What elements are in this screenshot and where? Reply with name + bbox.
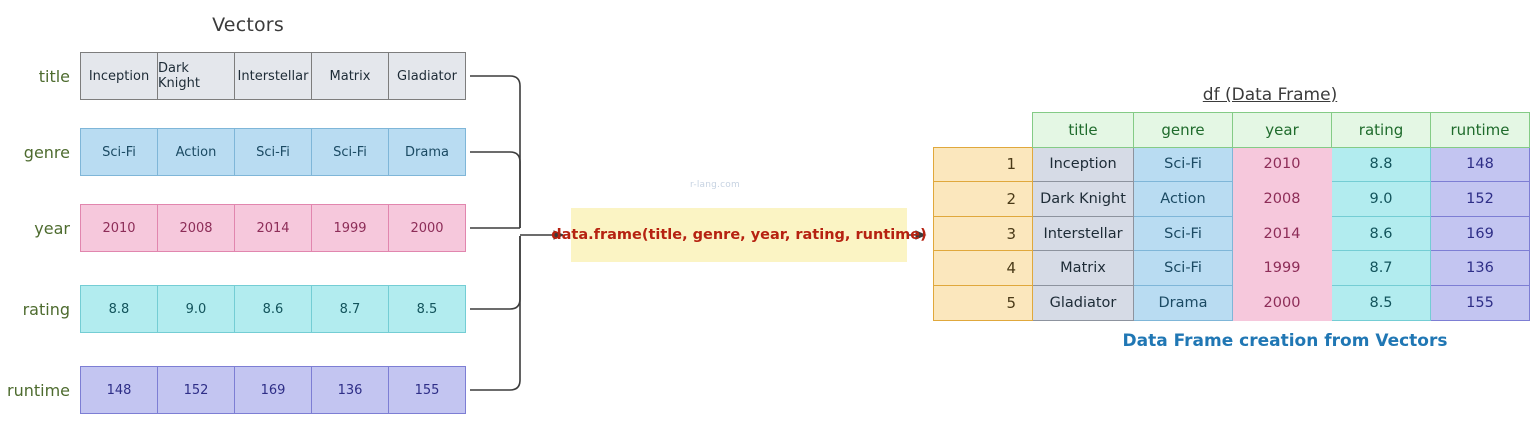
cell-title: Inception xyxy=(1032,146,1134,183)
vector-cell: Drama xyxy=(388,128,466,176)
connector-genre xyxy=(470,151,521,228)
vector-label-runtime: runtime xyxy=(6,380,70,400)
cell-rating: 8.8 xyxy=(1331,146,1431,183)
dataframe-table: title genre year rating runtime 1 Incept… xyxy=(933,112,1530,321)
vector-cell: 136 xyxy=(311,366,389,414)
dataframe-header-row: title genre year rating runtime xyxy=(934,112,1530,148)
vector-row-rating: rating 8.8 9.0 8.6 8.7 8.5 xyxy=(0,285,466,333)
vector-cell: 148 xyxy=(80,366,158,414)
vector-cell: 2000 xyxy=(388,204,466,252)
cell-rating: 8.6 xyxy=(1331,215,1431,252)
row-index: 3 xyxy=(933,215,1033,252)
row-index: 4 xyxy=(933,250,1033,286)
table-row: 3 Interstellar Sci-Fi 2014 8.6 169 xyxy=(933,215,1530,252)
cell-title: Dark Knight xyxy=(1032,181,1134,217)
cell-year: 2010 xyxy=(1232,146,1332,183)
vector-row-genre: genre Sci-Fi Action Sci-Fi Sci-Fi Drama xyxy=(0,128,466,176)
vector-label-title: title xyxy=(38,66,70,86)
vector-cell: 9.0 xyxy=(157,285,235,333)
cell-title: Interstellar xyxy=(1032,215,1134,252)
cell-title: Gladiator xyxy=(1032,284,1134,321)
table-row: 1 Inception Sci-Fi 2010 8.8 148 xyxy=(933,146,1530,183)
table-row: 5 Gladiator Drama 2000 8.5 155 xyxy=(933,284,1530,321)
vector-cell: Interstellar xyxy=(234,52,312,100)
cell-title: Matrix xyxy=(1032,250,1134,286)
dataframe-wrapper: title genre year rating runtime 1 Incept… xyxy=(933,112,1530,321)
vector-label-genre: genre xyxy=(23,142,70,162)
row-index: 5 xyxy=(933,284,1033,321)
vector-cells-title: Inception Dark Knight Interstellar Matri… xyxy=(80,52,466,100)
vector-cell: 8.8 xyxy=(80,285,158,333)
vector-cell: 8.7 xyxy=(311,285,389,333)
vector-cell: Action xyxy=(157,128,235,176)
vector-cell: Dark Knight xyxy=(157,52,235,100)
dataframe-col-header-year: year xyxy=(1232,112,1332,148)
cell-runtime: 155 xyxy=(1430,284,1530,321)
vector-cell: 2010 xyxy=(80,204,158,252)
vector-row-runtime: runtime 148 152 169 136 155 xyxy=(0,366,466,414)
table-row: 4 Matrix Sci-Fi 1999 8.7 136 xyxy=(933,250,1530,286)
vector-cell: Sci-Fi xyxy=(234,128,312,176)
row-index: 2 xyxy=(933,181,1033,217)
connector-runtime xyxy=(470,236,521,391)
cell-rating: 9.0 xyxy=(1331,181,1431,217)
cell-year: 2014 xyxy=(1232,215,1332,252)
vector-cell: 8.5 xyxy=(388,285,466,333)
dataframe-col-header-rating: rating xyxy=(1331,112,1431,148)
cell-rating: 8.5 xyxy=(1331,284,1431,321)
cell-year: 1999 xyxy=(1232,250,1332,286)
function-call-box[interactable]: data.frame(title, genre, year, rating, r… xyxy=(551,208,927,262)
cell-rating: 8.7 xyxy=(1331,250,1431,286)
cell-runtime: 148 xyxy=(1430,146,1530,183)
cell-runtime: 169 xyxy=(1430,215,1530,252)
connector-rating xyxy=(470,236,521,310)
table-row: 2 Dark Knight Action 2008 9.0 152 xyxy=(933,181,1530,217)
dataframe-col-header-title: title xyxy=(1032,112,1134,148)
vector-row-year: year 2010 2008 2014 1999 2000 xyxy=(0,204,466,252)
vector-cell: Sci-Fi xyxy=(80,128,158,176)
cell-year: 2008 xyxy=(1232,181,1332,217)
vector-label-rating: rating xyxy=(22,299,70,319)
dataframe-caption: Data Frame creation from Vectors xyxy=(1122,331,1448,351)
cell-genre: Sci-Fi xyxy=(1133,215,1233,252)
cell-genre: Action xyxy=(1133,181,1233,217)
vector-cell: 152 xyxy=(157,366,235,414)
vector-cells-year: 2010 2008 2014 1999 2000 xyxy=(80,204,466,252)
function-call-label: data.frame(title, genre, year, rating, r… xyxy=(551,227,927,243)
vectors-heading: Vectors xyxy=(212,14,284,36)
cell-genre: Drama xyxy=(1133,284,1233,321)
vector-cell: Sci-Fi xyxy=(311,128,389,176)
cell-genre: Sci-Fi xyxy=(1133,250,1233,286)
vector-row-title: title Inception Dark Knight Interstellar… xyxy=(0,52,466,100)
dataframe-col-header-runtime: runtime xyxy=(1430,112,1530,148)
cell-runtime: 136 xyxy=(1430,250,1530,286)
vector-cells-rating: 8.8 9.0 8.6 8.7 8.5 xyxy=(80,285,466,333)
dataframe-col-header-genre: genre xyxy=(1133,112,1233,148)
vector-cell: 169 xyxy=(234,366,312,414)
vector-cell: 155 xyxy=(388,366,466,414)
vector-cell: 1999 xyxy=(311,204,389,252)
vector-label-year: year xyxy=(34,218,70,238)
vector-cell: 2008 xyxy=(157,204,235,252)
vector-cell: Gladiator xyxy=(388,52,466,100)
vector-cells-genre: Sci-Fi Action Sci-Fi Sci-Fi Drama xyxy=(80,128,466,176)
cell-runtime: 152 xyxy=(1430,181,1530,217)
connector-title xyxy=(470,75,521,228)
dataframe-corner-cell xyxy=(934,113,1033,148)
watermark-text: r-lang.com xyxy=(690,180,740,190)
vector-cell: Inception xyxy=(80,52,158,100)
vector-cell: Matrix xyxy=(311,52,389,100)
cell-year: 2000 xyxy=(1232,284,1332,321)
dataframe-title: df (Data Frame) xyxy=(1202,85,1338,105)
vector-cells-runtime: 148 152 169 136 155 xyxy=(80,366,466,414)
cell-genre: Sci-Fi xyxy=(1133,146,1233,183)
vector-cell: 2014 xyxy=(234,204,312,252)
vector-cell: 8.6 xyxy=(234,285,312,333)
row-index: 1 xyxy=(933,146,1033,183)
